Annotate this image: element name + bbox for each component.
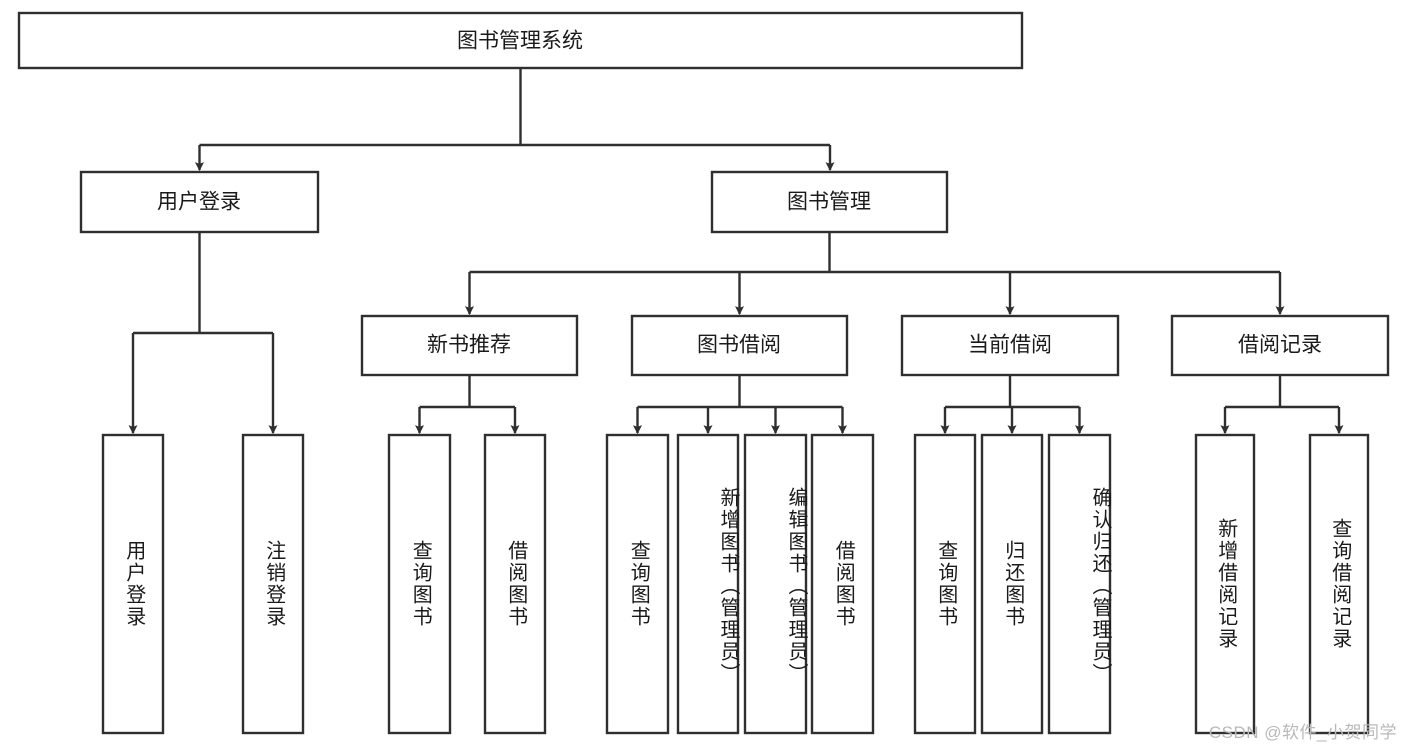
edge-group [128, 68, 1344, 435]
node-leaf-edit-book-box[interactable] [743, 433, 808, 735]
csdn-watermark: CSDN @软件_小贺同学 [1208, 723, 1397, 742]
node-leaf-return-book-box[interactable] [980, 433, 1044, 735]
node-new-book-recommend-box[interactable] [360, 314, 579, 377]
node-book-management-box[interactable] [710, 170, 949, 234]
node-book-management-label: 图书管理 [787, 191, 871, 214]
node-leaf-query-book-3-box[interactable] [913, 433, 977, 735]
node-leaf-query-book-1-box[interactable] [387, 433, 452, 735]
node-borrow-record-label: 借阅记录 [1238, 334, 1322, 357]
node-leaf-borrow-book-2-box[interactable] [810, 433, 875, 735]
node-leaf-user-logout-box[interactable] [241, 433, 305, 735]
node-root-label: 图书管理系统 [457, 30, 583, 53]
node-root-box[interactable] [17, 11, 1024, 70]
node-leaf-user-login-box[interactable] [101, 433, 165, 735]
node-book-management[interactable]: 图书管理 [710, 170, 949, 234]
node-user-login[interactable]: 用户登录 [79, 170, 320, 234]
node-new-book-recommend-label: 新书推荐 [427, 334, 511, 357]
node-current-borrow-box[interactable] [900, 314, 1120, 377]
node-current-borrow[interactable]: 当前借阅 [900, 314, 1120, 377]
node-new-book-recommend[interactable]: 新书推荐 [360, 314, 579, 377]
node-root[interactable]: 图书管理系统 [17, 11, 1024, 70]
node-leaf-query-record-box[interactable] [1308, 433, 1370, 735]
node-book-borrow-label: 图书借阅 [697, 334, 781, 357]
node-user-login-box[interactable] [79, 170, 320, 234]
node-borrow-record[interactable]: 借阅记录 [1170, 314, 1390, 377]
node-book-borrow[interactable]: 图书借阅 [630, 314, 849, 377]
node-book-borrow-box[interactable] [630, 314, 849, 377]
node-current-borrow-label: 当前借阅 [968, 334, 1052, 357]
node-borrow-record-box[interactable] [1170, 314, 1390, 377]
node-leaf-confirm-return-box[interactable] [1047, 433, 1112, 735]
node-leaf-add-record-box[interactable] [1194, 433, 1256, 735]
node-leaf-query-book-2-box[interactable] [605, 433, 670, 735]
node-leaf-add-book-box[interactable] [676, 433, 740, 735]
node-user-login-label: 用户登录 [157, 191, 241, 214]
node-leaf-borrow-book-1-box[interactable] [483, 433, 547, 735]
leaf-box-group [101, 433, 1370, 735]
